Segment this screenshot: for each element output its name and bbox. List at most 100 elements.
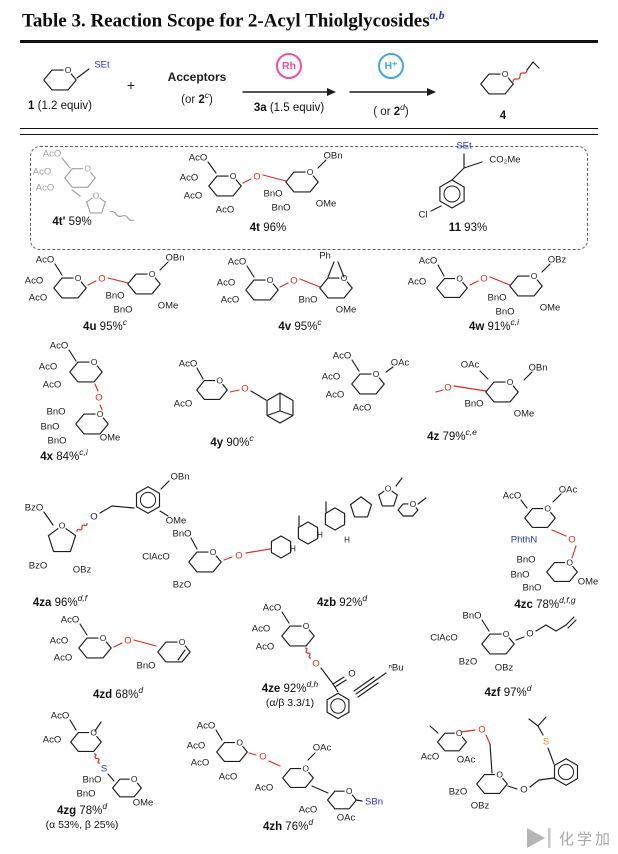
table-title-footnote-marker: a,b (429, 8, 445, 22)
svg-text:OBz: OBz (471, 801, 490, 812)
svg-text:AcO: AcO (333, 351, 351, 362)
svg-text:AcO: AcO (191, 758, 209, 769)
svg-text:OBz: OBz (548, 255, 567, 266)
svg-text:O: O (348, 669, 355, 680)
svg-text:O: O (303, 621, 310, 631)
compound-label-1: 1 (1.2 equiv) (28, 100, 92, 112)
svg-text:O: O (385, 483, 392, 493)
svg-text:AcO: AcO (353, 403, 371, 414)
svg-text:BnO: BnO (47, 436, 66, 447)
svg-text:AcO: AcO (419, 256, 437, 267)
svg-text:AcO: AcO (179, 359, 197, 370)
svg-text:O: O (544, 504, 551, 514)
svg-text:O: O (526, 629, 533, 640)
svg-text:OMe: OMe (100, 433, 121, 444)
svg-text:O: O (478, 725, 485, 736)
svg-text:OBz: OBz (495, 663, 514, 674)
structure-product-4: O (480, 61, 540, 95)
svg-text:OAc: OAc (391, 358, 410, 369)
svg-text:OAc: OAc (337, 813, 356, 824)
svg-text:OBn: OBn (170, 472, 189, 483)
svg-text:O: O (502, 69, 509, 79)
svg-text:AcO: AcO (36, 255, 54, 266)
svg-text:O: O (91, 357, 98, 367)
svg-text:ClAcO: ClAcO (430, 633, 457, 644)
svg-text:AcO: AcO (219, 772, 237, 783)
svg-text:O: O (98, 274, 105, 285)
svg-text:OAc: OAc (559, 485, 578, 496)
svg-text:BzO: BzO (459, 657, 477, 668)
compound-label-4zf: 4zf 97%d (484, 683, 532, 699)
svg-text:AcO: AcO (29, 293, 47, 304)
svg-text:AcO: AcO (184, 191, 202, 202)
svg-text:AcO: AcO (217, 278, 235, 289)
svg-text:O: O (235, 551, 242, 562)
svg-text:BnO: BnO (522, 583, 541, 594)
table-title-text: Table 3. Reaction Scope for 2-Acyl Thiol… (22, 10, 430, 32)
svg-text:OBn: OBn (323, 151, 342, 162)
svg-text:BnO: BnO (510, 570, 529, 581)
compound-label-11: 11 93% (448, 222, 488, 234)
acceptors-alt-label: (or 2c) (181, 90, 213, 106)
compound-label-4zc: 4zc 78%d,f,g (514, 595, 576, 611)
svg-text:BzO: BzO (449, 787, 467, 798)
svg-text:BzO: BzO (173, 580, 191, 591)
svg-text:AcO: AcO (39, 362, 57, 373)
svg-text:AcO: AcO (263, 603, 281, 614)
svg-text:O: O (84, 164, 91, 174)
svg-text:BzO: BzO (29, 561, 47, 572)
svg-text:BnO: BnO (263, 189, 282, 200)
svg-text:AcO: AcO (256, 642, 274, 653)
compound-label-4zh: 4zh 76%d (262, 817, 314, 833)
compound-label-3a: 3a (1.5 equiv) (253, 102, 325, 114)
svg-text:BnO: BnO (495, 307, 514, 318)
svg-text:AcO: AcO (54, 653, 72, 664)
svg-text:O: O (341, 273, 348, 283)
svg-text:BnO: BnO (40, 422, 59, 433)
svg-text:BnO: BnO (298, 295, 317, 306)
svg-text:H: H (344, 536, 350, 545)
svg-text:BnO: BnO (487, 293, 506, 304)
compound-label-4w: 4w 91%c,i (468, 317, 520, 333)
svg-text:O: O (236, 738, 243, 748)
svg-text:BnO: BnO (136, 661, 155, 672)
svg-text:AcO: AcO (252, 624, 270, 635)
svg-text:AcO: AcO (174, 399, 192, 410)
highlight-box (30, 146, 588, 250)
svg-text:AcO: AcO (503, 491, 521, 502)
compound-label-4: 4 (499, 110, 507, 122)
svg-text:O: O (124, 636, 131, 647)
svg-text:Rh: Rh (282, 60, 296, 72)
svg-text:O: O (566, 558, 573, 568)
svg-text:AcO: AcO (43, 149, 61, 160)
svg-text:O: O (312, 659, 319, 670)
svg-text:OAc: OAc (457, 755, 476, 766)
svg-text:AcO: AcO (326, 390, 344, 401)
svg-text:H: H (290, 545, 296, 554)
svg-text:AcO: AcO (187, 741, 205, 752)
watermark-logo-icon (526, 828, 551, 848)
svg-text:O: O (290, 276, 297, 287)
svg-text:O: O (346, 786, 353, 796)
svg-text:O: O (75, 273, 82, 283)
svg-text:O: O (480, 274, 487, 285)
svg-text:CO₂Me: CO₂Me (489, 155, 520, 166)
svg-text:O: O (267, 275, 274, 285)
svg-text:AcO: AcO (421, 752, 439, 763)
svg-text:O: O (456, 728, 463, 738)
compound-label-4t: 4t' 59% (52, 216, 92, 228)
compound-label-4z: 4z 79%c,e (427, 427, 477, 443)
